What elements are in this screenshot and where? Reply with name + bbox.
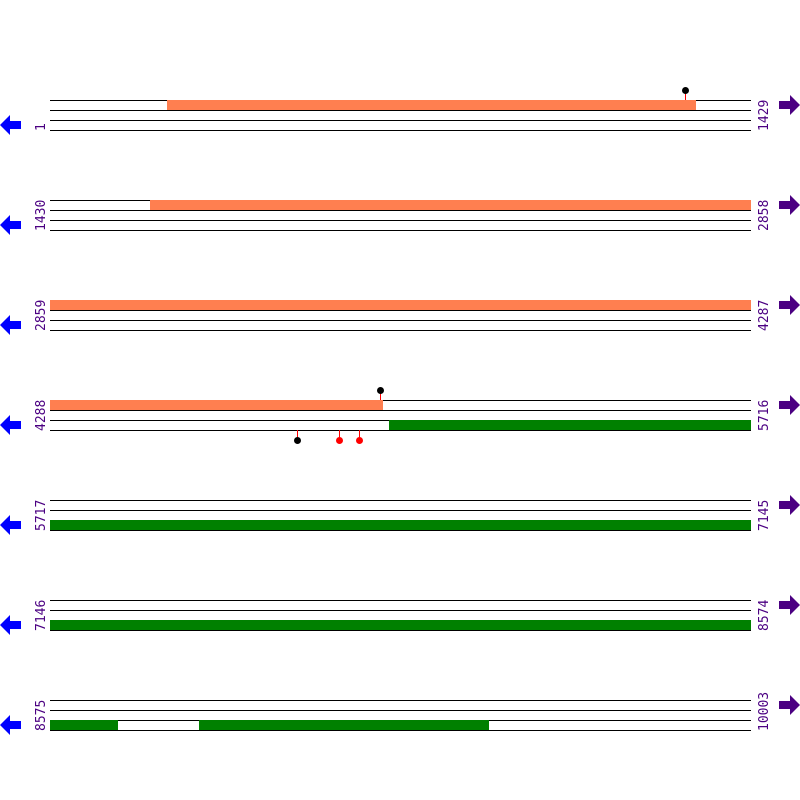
track-line [50, 130, 751, 131]
track-line [50, 330, 751, 331]
arrow-right-icon[interactable] [778, 294, 800, 315]
arrow-right-icon[interactable] [778, 394, 800, 415]
orange-feature[interactable] [150, 200, 751, 210]
track-line [50, 510, 751, 511]
track-line [50, 600, 751, 601]
black-marker-icon[interactable] [377, 387, 384, 394]
black-marker-icon[interactable] [294, 437, 301, 444]
track-line [50, 430, 751, 431]
arrow-left-icon[interactable] [0, 714, 22, 735]
arrow-right-icon[interactable] [778, 94, 800, 115]
track-line [50, 730, 751, 731]
arrow-left-icon[interactable] [0, 514, 22, 535]
red-marker-icon[interactable] [336, 437, 343, 444]
track-line [50, 500, 751, 501]
arrow-right-icon[interactable] [778, 494, 800, 515]
track-line [50, 700, 751, 701]
track-line [50, 320, 751, 321]
green-feature[interactable] [50, 720, 118, 730]
track-line [50, 530, 751, 531]
arrow-right-icon[interactable] [778, 694, 800, 715]
orange-feature[interactable] [167, 100, 696, 110]
black-marker-icon[interactable] [682, 87, 689, 94]
red-marker-icon[interactable] [356, 437, 363, 444]
marker-stem [359, 430, 360, 440]
track-line [50, 110, 751, 111]
green-feature[interactable] [389, 420, 751, 430]
track-line [50, 230, 751, 231]
marker-stem [297, 430, 298, 440]
green-feature[interactable] [199, 720, 489, 730]
sequence-row: 8575 10003 [0, 600, 800, 735]
arrow-left-icon[interactable] [0, 114, 22, 135]
arrow-left-icon[interactable] [0, 614, 22, 635]
end-position-label: 10003 [757, 691, 772, 731]
orange-feature[interactable] [50, 300, 751, 310]
arrow-right-icon[interactable] [778, 194, 800, 215]
green-feature[interactable] [50, 620, 751, 630]
arrow-right-icon[interactable] [778, 594, 800, 615]
track-line [50, 610, 751, 611]
track-line [50, 410, 751, 411]
marker-stem [339, 430, 340, 440]
track-line [50, 220, 751, 221]
track-line [50, 400, 751, 401]
track-line [50, 710, 751, 711]
arrow-left-icon[interactable] [0, 214, 22, 235]
start-position-label: 8575 [34, 699, 49, 731]
marker-stem [685, 90, 686, 100]
orange-feature[interactable] [50, 400, 383, 410]
track-line [50, 630, 751, 631]
track-line [50, 210, 751, 211]
arrow-left-icon[interactable] [0, 414, 22, 435]
marker-stem [380, 390, 381, 400]
arrow-left-icon[interactable] [0, 314, 22, 335]
track-line [50, 310, 751, 311]
green-feature[interactable] [50, 520, 751, 530]
track-line [50, 120, 751, 121]
